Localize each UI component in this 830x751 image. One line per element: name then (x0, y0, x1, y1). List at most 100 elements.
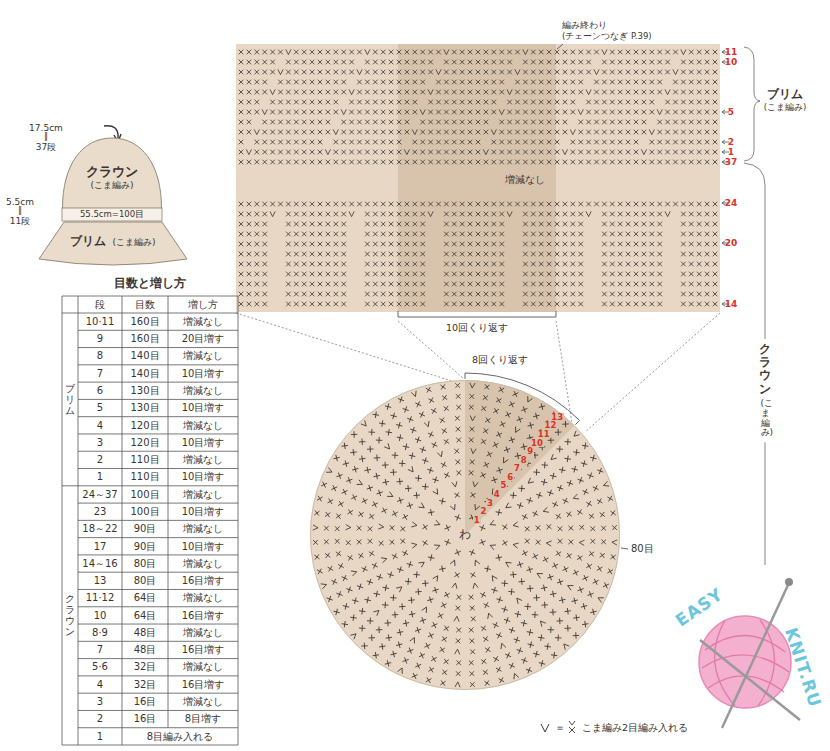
sc-stitch (420, 212, 425, 217)
sc-stitch (342, 489, 348, 495)
sc-stitch (597, 468, 603, 474)
sc-stitch (618, 150, 623, 155)
sc-stitch (365, 252, 370, 257)
increase-stitch (450, 504, 457, 511)
table-cell: 16目 (134, 696, 157, 708)
sc-stitch (515, 150, 520, 155)
sc-stitch (397, 262, 402, 267)
table-cell: 増減なし (183, 454, 223, 466)
sc-stitch (405, 120, 410, 125)
sc-stitch (310, 302, 315, 307)
table-cell: 増減なし (183, 627, 223, 639)
sc-stitch (507, 140, 512, 145)
sc-stitch (338, 563, 344, 569)
sc-stitch (438, 613, 444, 619)
sc-stitch (481, 406, 486, 411)
sc-stitch (536, 525, 541, 530)
sc-stitch (278, 140, 283, 145)
sc-stitch (365, 100, 370, 105)
sc-stitch (539, 232, 544, 237)
sc-stitch (531, 50, 536, 55)
sc-stitch (469, 427, 474, 432)
sc-stitch (713, 212, 718, 217)
sc-stitch (689, 70, 694, 75)
increase-stitch (526, 396, 533, 403)
sc-stitch (681, 70, 686, 75)
sc-stitch (610, 90, 615, 95)
sc-stitch (262, 60, 267, 65)
sc-stitch (634, 202, 639, 207)
node-title: クラウン (86, 165, 138, 180)
sc-stitch (460, 110, 465, 115)
sc-stitch (439, 566, 445, 572)
sc-stitch (460, 202, 465, 207)
sc-stitch (385, 403, 391, 409)
table-cell: 140目 (130, 350, 159, 362)
sc-stitch (286, 302, 291, 307)
sc-stitch (310, 160, 315, 165)
sc-stitch (563, 232, 568, 237)
sc-stitch (286, 212, 291, 217)
sc-stitch (334, 140, 339, 145)
sc-stitch (634, 90, 639, 95)
sc-stitch (397, 232, 402, 237)
sc-stitch (326, 242, 331, 247)
sc-stitch (247, 272, 252, 277)
table-cell: 16目増す (182, 575, 225, 587)
sc-stitch (444, 212, 449, 217)
chart-panel: 増減なし (236, 44, 720, 312)
table-cell: 3 (97, 696, 103, 708)
sc-stitch (460, 262, 465, 267)
sc-stitch (597, 566, 603, 572)
table-group: ブリム (65, 383, 75, 416)
sc-stitch (531, 202, 536, 207)
sc-stitch (634, 50, 639, 55)
sc-stitch (452, 130, 457, 135)
sc-stitch (405, 70, 410, 75)
sc-stitch (413, 100, 418, 105)
sc-stitch (507, 60, 512, 65)
sc-stitch (586, 160, 591, 165)
sc-stitch (689, 100, 694, 105)
sc-stitch (689, 262, 694, 267)
sc-stitch (531, 140, 536, 145)
sc-stitch (359, 439, 365, 445)
sc-stitch (525, 526, 530, 531)
sc-stitch (499, 282, 504, 287)
sc-stitch (270, 140, 275, 145)
sc-stitch (365, 272, 370, 277)
sc-stitch (515, 80, 520, 85)
sc-stitch (420, 282, 425, 287)
sc-stitch (412, 673, 418, 679)
sc-stitch (681, 140, 686, 145)
table-cell: 23 (94, 506, 107, 518)
sc-stitch (445, 539, 451, 545)
sc-stitch (444, 242, 449, 247)
sc-stitch (413, 202, 418, 207)
sc-stitch (239, 140, 244, 145)
sc-stitch (602, 110, 607, 115)
sc-stitch (581, 460, 587, 466)
sc-stitch (492, 252, 497, 257)
sc-stitch (334, 60, 339, 65)
sc-stitch (444, 90, 449, 95)
sc-stitch (634, 100, 639, 105)
table-cell: 120目 (130, 420, 159, 432)
table-cell: 17 (94, 541, 107, 553)
sc-stitch (681, 302, 686, 307)
sc-stitch (697, 302, 702, 307)
increase-stitch (602, 49, 607, 54)
sc-stitch (689, 252, 694, 257)
sc-stitch (247, 90, 252, 95)
sc-stitch (317, 496, 323, 502)
sc-stitch (525, 603, 531, 609)
sc-stitch (650, 100, 655, 105)
sc-stitch (499, 202, 504, 207)
sc-stitch (547, 292, 552, 297)
sc-stitch (602, 90, 607, 95)
sc-stitch (239, 50, 244, 55)
sc-stitch (239, 252, 244, 257)
sc-stitch (681, 212, 686, 217)
table-cell: 増減なし (183, 592, 223, 604)
sc-stitch (713, 292, 718, 297)
